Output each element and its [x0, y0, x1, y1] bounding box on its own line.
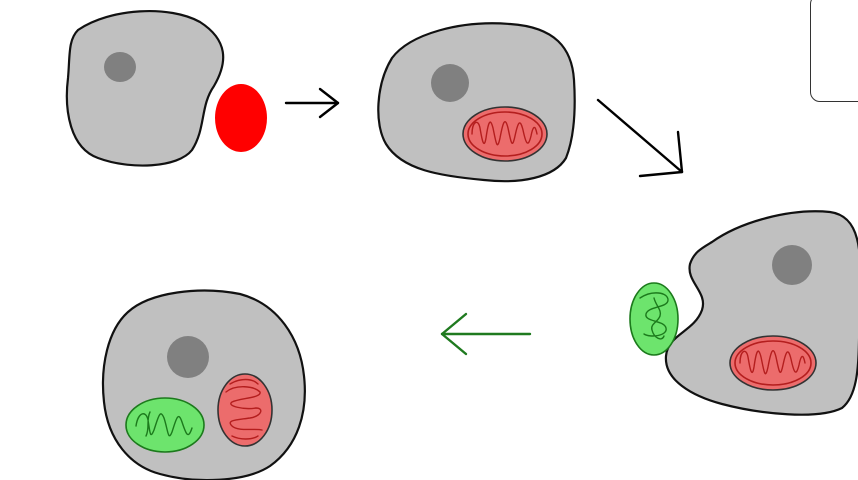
- arrow-diagonal-head: [638, 130, 684, 178]
- mitochondrion-cristae: [739, 349, 806, 375]
- arrow-diagonal-shaft: [596, 98, 684, 174]
- host-cell-1: [65, 9, 225, 167]
- nucleus-2: [431, 64, 469, 102]
- green-mitochondrion-cristae: [135, 411, 193, 437]
- red-bacterium-free: [215, 84, 267, 152]
- host-cell-2: [377, 22, 576, 183]
- nucleus-1: [104, 52, 136, 82]
- green-bacterium-membrane: [629, 282, 679, 356]
- arrow-right: [284, 87, 340, 119]
- red-mitochondrion-4: [217, 373, 273, 447]
- mitochondrion-inner-membrane: [734, 340, 812, 386]
- stage-2: [377, 22, 576, 183]
- stage-1: [65, 9, 267, 167]
- nucleus-3: [772, 245, 812, 285]
- mitochondrion-inner-membrane: [467, 111, 543, 157]
- nucleus-4: [167, 336, 209, 378]
- arrow-right-head: [318, 87, 340, 119]
- green-mitochondrion-4: [125, 397, 205, 453]
- red-mitochondrion-cristae: [225, 378, 263, 440]
- mitochondrion-cristae: [471, 120, 538, 146]
- green-bacterium-free: [629, 282, 679, 356]
- stage-3: [629, 210, 858, 416]
- arrow-left: [440, 312, 532, 356]
- engulfed-mitochondrion-3: [729, 335, 817, 391]
- engulfed-mitochondrion-2: [462, 106, 548, 162]
- green-bacterium-cristae: [639, 292, 669, 340]
- corner-frame: [810, 0, 858, 102]
- green-mitochondrion-membrane: [125, 397, 205, 453]
- red-mitochondrion-membrane: [217, 373, 273, 447]
- arrow-left-head: [440, 312, 468, 356]
- host-cell-4: [101, 289, 306, 480]
- stage-4: [101, 289, 306, 480]
- arrow-down-right: [596, 98, 684, 178]
